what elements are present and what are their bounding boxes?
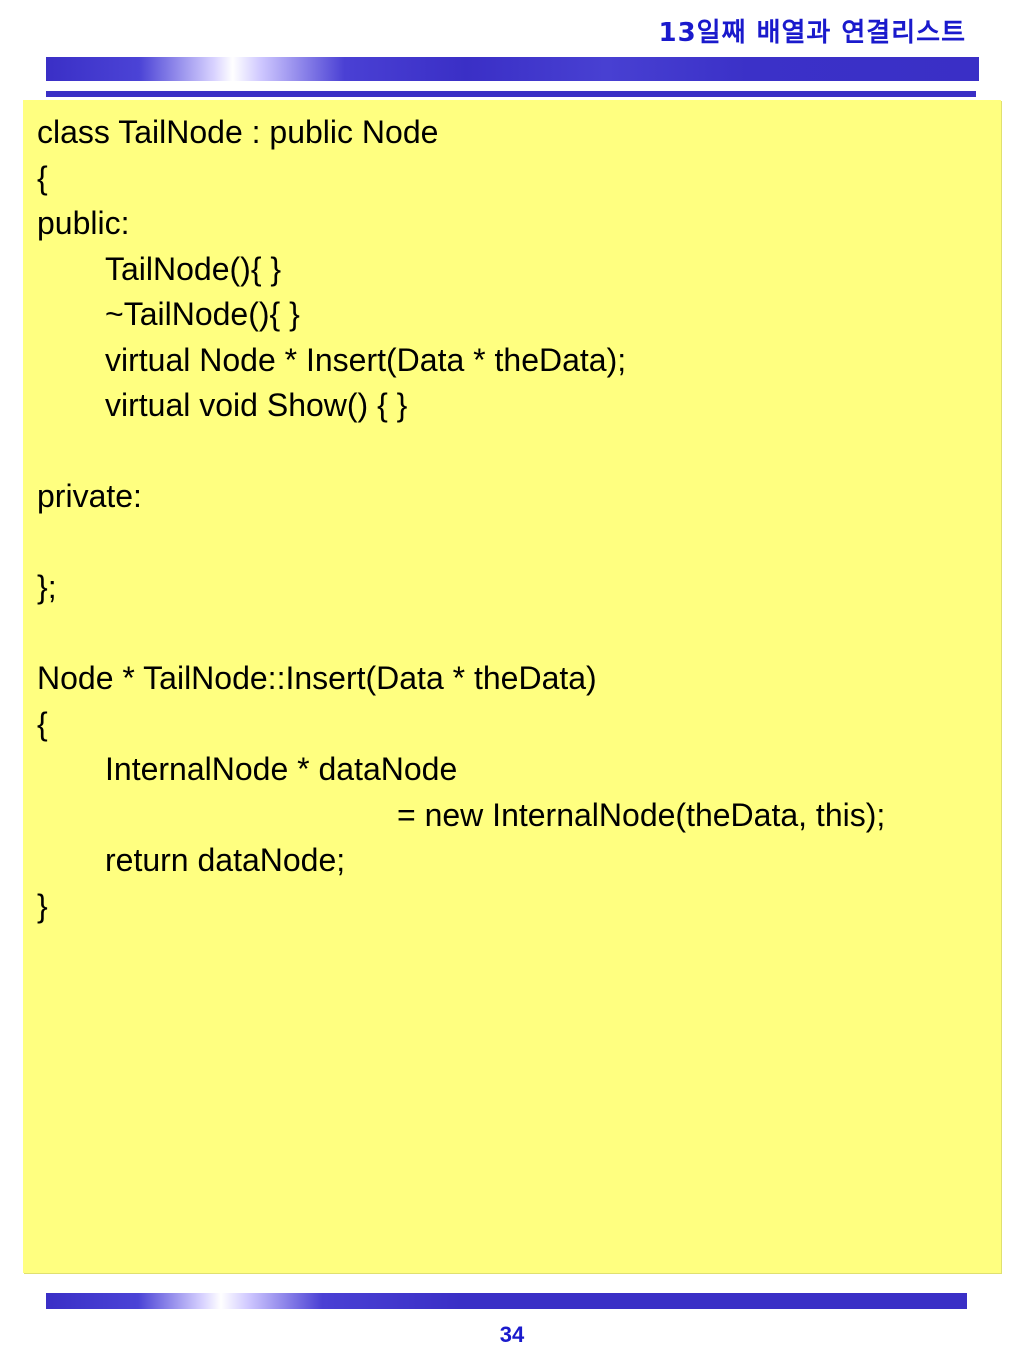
code-line: { xyxy=(37,705,48,742)
code-line xyxy=(37,520,885,566)
code-line: InternalNode * dataNode xyxy=(105,751,458,787)
code-line: } xyxy=(37,887,48,924)
code-line: Node * TailNode::Insert(Data * theData) xyxy=(37,660,597,696)
code-line xyxy=(37,429,885,475)
code-line: { xyxy=(37,159,48,196)
code-line: public: xyxy=(37,205,130,241)
code-panel: class TailNode : public Node { public: T… xyxy=(23,100,1001,1273)
code-line: virtual void Show() { } xyxy=(105,387,408,423)
slide-title: 13일째 배열과 연결리스트 xyxy=(658,18,966,48)
header-underline xyxy=(46,91,976,97)
code-line: }; xyxy=(37,569,57,605)
code-line: = new InternalNode(theData, this); xyxy=(397,796,886,833)
code-line: ~TailNode(){ } xyxy=(105,296,300,332)
code-line: class TailNode : public Node xyxy=(37,114,439,150)
code-line: private: xyxy=(37,478,142,514)
code-line: return dataNode; xyxy=(105,842,346,878)
footer-decorative-band xyxy=(46,1293,967,1309)
header-decorative-band xyxy=(46,57,979,81)
code-line xyxy=(37,611,885,657)
code-listing: class TailNode : public Node { public: T… xyxy=(37,110,885,929)
code-line: virtual Node * Insert(Data * theData); xyxy=(105,341,627,378)
code-line: TailNode(){ } xyxy=(105,250,282,287)
page-number: 34 xyxy=(499,1322,525,1347)
